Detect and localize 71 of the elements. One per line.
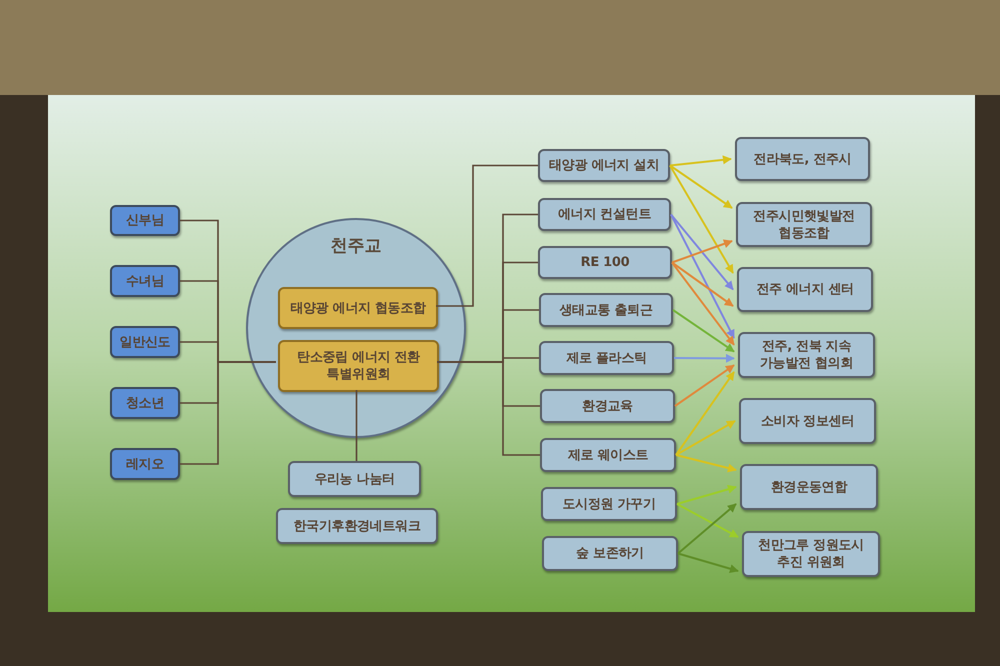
- activity-box: [276, 508, 438, 544]
- committee-box: [278, 287, 438, 329]
- box-label: 태양광 에너지 협동조합: [289, 300, 427, 316]
- box-label: 전주시민햇빛발전 협동조합: [752, 208, 856, 242]
- arrow: [672, 240, 733, 264]
- member-box: [110, 265, 180, 297]
- arrow: [671, 262, 735, 346]
- arrow: [678, 552, 739, 574]
- arrow: [671, 262, 734, 307]
- box-label: 환경교육: [581, 398, 634, 414]
- arrow: [670, 214, 735, 339]
- activity-box: [540, 438, 676, 472]
- activity-box: [539, 293, 673, 327]
- box-label: 제로 웨이스트: [566, 446, 650, 464]
- committee-box: [278, 340, 439, 392]
- box-label: 생태교통 출퇴근: [558, 302, 654, 318]
- box-label: 소비자 정보센터: [760, 412, 856, 430]
- box-label: 제로 플라스틱: [565, 350, 648, 366]
- box-label: 신부님: [124, 212, 166, 229]
- box-label: 일반신도: [118, 334, 172, 350]
- box-label: 천만그루 정원도시 추진 위원회: [757, 537, 865, 571]
- activity-box: [742, 531, 880, 577]
- activity-box: [538, 149, 670, 182]
- connector-line: [436, 164, 538, 307]
- member-box: [110, 448, 180, 480]
- arrow: [676, 454, 737, 472]
- box-label: 청소년: [124, 394, 166, 412]
- activity-box: [538, 246, 672, 279]
- activity-box: [288, 461, 421, 497]
- activity-box: [739, 398, 876, 444]
- arrow: [669, 165, 734, 274]
- box-label: 탄소중립 에너지 전환 특별위원회: [296, 349, 421, 383]
- activity-box: [736, 202, 872, 247]
- circle-title: 천주교: [330, 235, 382, 258]
- connector-line: [356, 390, 358, 461]
- box-label: 숲 보존하기: [575, 545, 645, 562]
- arrow: [676, 503, 739, 538]
- arrow: [675, 371, 735, 456]
- box-label: 한국기후환경네트워크: [292, 518, 422, 534]
- member-box: [110, 326, 180, 358]
- box-label: 전라북도, 전주시: [752, 150, 852, 168]
- box-label: RE 100: [580, 254, 630, 271]
- box-label: 전주 에너지 센터: [755, 281, 855, 298]
- arrow: [676, 484, 737, 505]
- arrow: [674, 354, 735, 363]
- activity-box: [542, 536, 678, 571]
- activity-box: [740, 464, 878, 510]
- arrow: [677, 503, 737, 554]
- member-box: [110, 387, 180, 419]
- box-label: 태양광 에너지 설치: [548, 157, 660, 174]
- box-label: 환경운동연합: [770, 478, 848, 496]
- activity-box: [540, 389, 675, 423]
- box-label: 도시정원 가꾸기: [561, 496, 657, 512]
- activity-box: [538, 198, 671, 231]
- box-label: 전주, 전북 지속 가능발전 협의회: [758, 338, 854, 372]
- box-label: 우리농 나눔터: [313, 470, 396, 488]
- arrow: [669, 164, 733, 209]
- activity-box: [541, 487, 677, 521]
- activity-box: [539, 341, 674, 375]
- arrow: [674, 364, 735, 407]
- activity-box: [735, 137, 870, 181]
- arrow: [670, 155, 732, 166]
- arrow: [670, 214, 734, 290]
- arrow: [676, 420, 736, 456]
- box-label: 수녀님: [124, 272, 166, 290]
- arrow: [672, 309, 735, 352]
- activity-box: [738, 332, 875, 378]
- member-box: [110, 205, 180, 236]
- activity-box: [737, 267, 873, 312]
- box-label: 레지오: [124, 456, 166, 472]
- box-label: 에너지 컨설턴트: [556, 206, 652, 223]
